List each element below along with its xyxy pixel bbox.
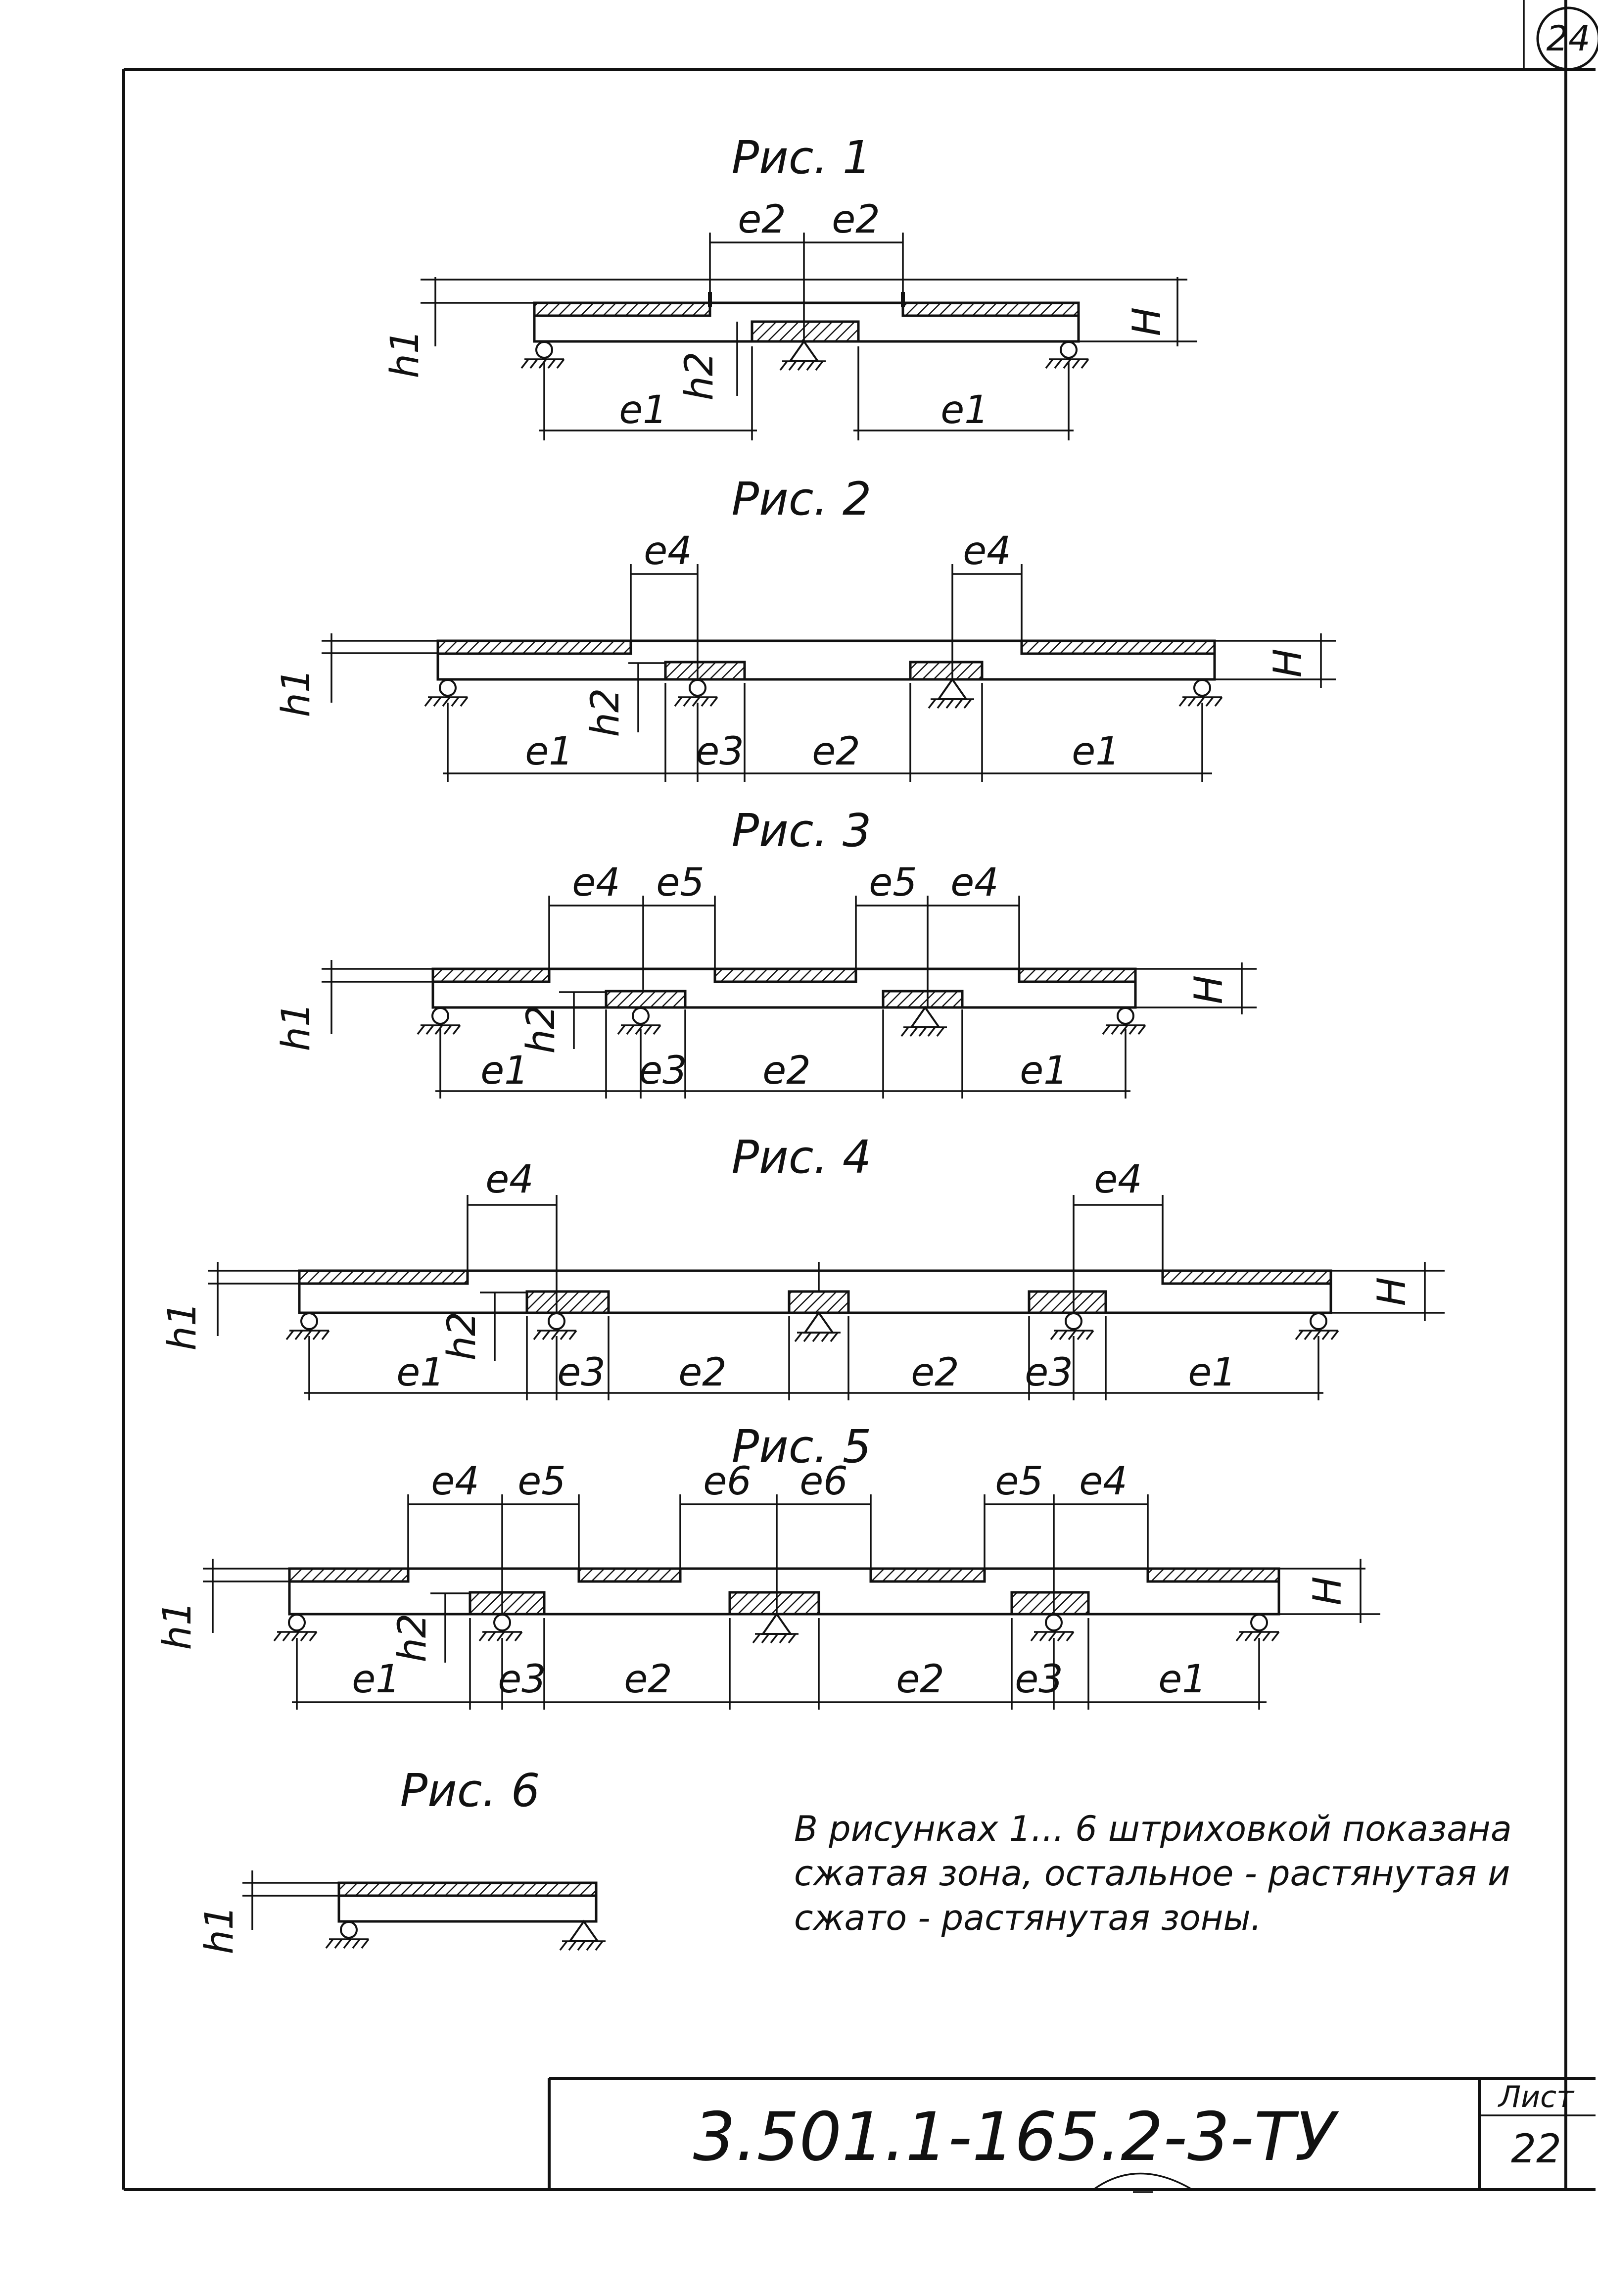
dim-label: e3 [1015, 1657, 1063, 1702]
dim-label: h2 [583, 688, 628, 737]
dim-label: e1 [940, 388, 989, 432]
dim-label: h2 [519, 1004, 564, 1053]
note-line: сжатая зона, остальное - растянутая и [794, 1853, 1510, 1894]
document-code: 3.501.1-165.2-3-ТУ [693, 2098, 1339, 2176]
dim-label: H [1306, 1577, 1350, 1606]
dim-label: e1 [480, 1049, 529, 1093]
dim-label: e1 [619, 388, 667, 432]
dim-label: e2 [896, 1657, 944, 1702]
sheet-frame [122, 0, 1596, 2191]
dim-label: e2 [738, 197, 786, 242]
dim-label: H [1266, 649, 1311, 678]
dim-label: e4 [485, 1157, 534, 1202]
dim-label: e2 [678, 1350, 727, 1395]
dim-label: e4 [1094, 1157, 1142, 1202]
dim-label: e1 [1188, 1350, 1236, 1395]
dim-label: e3 [696, 729, 744, 774]
dim-label: e4 [431, 1459, 479, 1504]
figure-5-title: Рис. 5 [732, 1420, 872, 1473]
page-number: 24 [1546, 18, 1590, 59]
dim-label: e1 [352, 1657, 400, 1702]
figure-3-title: Рис. 3 [732, 804, 872, 857]
dim-label: e6 [703, 1459, 752, 1504]
dim-label: e5 [995, 1459, 1043, 1504]
dim-label: h1 [197, 1905, 242, 1954]
figure-4: Рис. 4 e4 e4 h1 h2 H [160, 1131, 1445, 1400]
figure-5: Рис. 5 e4 e5 e6 e6 e5 e4 [155, 1420, 1380, 1710]
dim-label: e3 [1025, 1350, 1073, 1395]
dim-label: h1 [160, 1301, 205, 1350]
dim-label: e6 [799, 1459, 848, 1504]
figure-3: Рис. 3 e4 e5 e5 e4 h1 h2 H [274, 804, 1257, 1099]
figure-6-title: Рис. 6 [400, 1764, 540, 1817]
dim-label: e2 [624, 1657, 672, 1702]
dim-label: e2 [812, 729, 860, 774]
dim-label: h1 [274, 1002, 319, 1051]
title-block: 3.501.1-165.2-3-ТУ Лист 22 [548, 2077, 1596, 2193]
dim-label: e5 [869, 861, 917, 905]
dim-label: e3 [557, 1350, 606, 1395]
dim-label: e5 [656, 861, 705, 905]
dim-label: e4 [1079, 1459, 1128, 1504]
dim-label: e1 [1072, 729, 1120, 774]
figure-4-title: Рис. 4 [732, 1131, 872, 1184]
figure-6: Рис. 6 h1 [197, 1764, 607, 1955]
dim-label: h2 [390, 1613, 435, 1662]
dim-label: h2 [440, 1311, 484, 1360]
figure-2: Рис. 2 e4 e4 h1 h2 H [274, 473, 1336, 782]
dim-label: e1 [1020, 1049, 1068, 1093]
dim-label: H [1125, 307, 1170, 336]
figure-1-title: Рис. 1 [732, 131, 872, 184]
sheet-number: 22 [1511, 2126, 1561, 2172]
figure-2-title: Рис. 2 [732, 473, 872, 526]
dim-label: h1 [383, 329, 427, 378]
dim-label: e4 [963, 529, 1011, 574]
dim-label: e1 [1158, 1657, 1207, 1702]
page-number-badge: 24 [1536, 6, 1598, 71]
note-line: сжато - растянутая зоны. [794, 1898, 1262, 1938]
dim-label: e4 [644, 529, 692, 574]
dim-label: H [1187, 975, 1231, 1004]
dim-label: e4 [572, 861, 620, 905]
dim-label: h2 [677, 351, 722, 400]
drawing-note: В рисунках 1... 6 штриховкой показана сж… [794, 1809, 1512, 1938]
dim-label: e2 [762, 1049, 811, 1093]
dim-label: e1 [525, 729, 573, 774]
dim-label: e2 [911, 1350, 959, 1395]
dim-label: e3 [498, 1657, 546, 1702]
dim-label: e2 [832, 197, 880, 242]
dim-label: e3 [639, 1049, 687, 1093]
dim-label: e5 [517, 1459, 566, 1504]
dim-label: H [1370, 1277, 1414, 1306]
dim-label: h1 [274, 668, 319, 717]
note-line: В рисунках 1... 6 штриховкой показана [794, 1809, 1512, 1849]
sheet-label: Лист [1498, 2080, 1575, 2114]
dim-label: e4 [950, 861, 999, 905]
dim-label: h1 [155, 1601, 200, 1650]
figure-1: Рис. 1 e2 e2 h1 h2 H e1 [383, 131, 1197, 440]
dim-label: e1 [396, 1350, 445, 1395]
